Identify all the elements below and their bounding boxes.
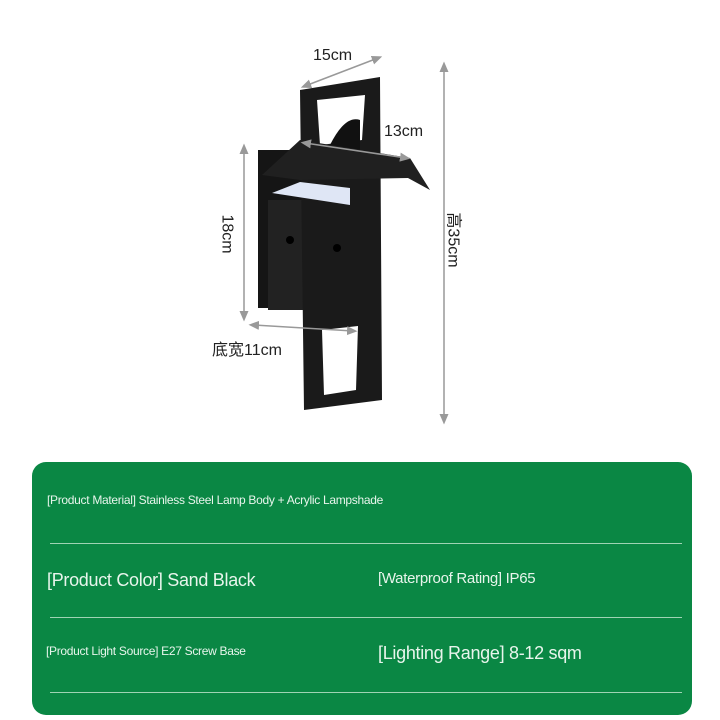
- spec-material: [Product Material] Stainless Steel Lamp …: [47, 493, 383, 507]
- spec-waterproof: [Waterproof Rating] IP65: [378, 570, 536, 587]
- plate-height-label: 18cm: [218, 214, 236, 254]
- spec-lighting-range: [Lighting Range] 8-12 sqm: [378, 643, 582, 663]
- base-width-label: 底宽11cm: [212, 342, 282, 359]
- spec-light-source: [Product Light Source] E27 Screw Base: [46, 644, 246, 658]
- top-width-label: 15cm: [313, 47, 353, 64]
- lamp-frame: [300, 77, 382, 410]
- divider: [50, 617, 682, 618]
- shade-width-label: 13cm: [384, 123, 424, 140]
- spec-color: [Product Color] Sand Black: [47, 570, 256, 590]
- spec-card: [Product Material] Stainless Steel Lamp …: [32, 462, 692, 715]
- divider: [50, 543, 682, 544]
- total-height-label: 高35cm: [444, 212, 462, 268]
- light-diffuser: [272, 182, 350, 205]
- wall-lamp-illustration: [239, 55, 449, 425]
- divider: [50, 692, 682, 693]
